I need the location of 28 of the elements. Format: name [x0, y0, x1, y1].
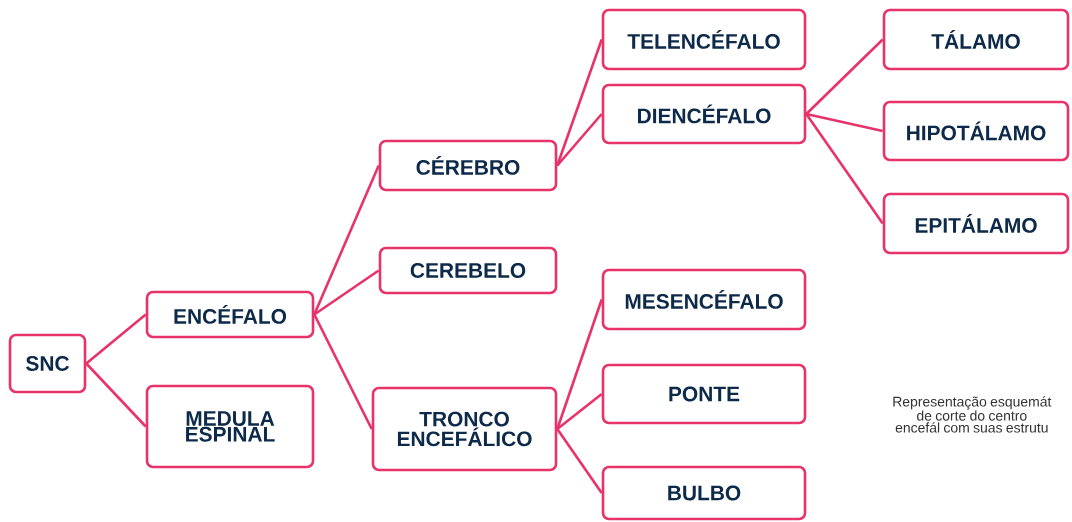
concept-box: CÉREBRO — [378, 139, 558, 192]
concept-box: CEREBELO — [378, 246, 558, 295]
connector-line — [806, 112, 883, 133]
connector-line — [556, 299, 603, 430]
concept-box: TELENCÉFALO — [601, 8, 807, 71]
concept-box: TÁLAMO — [882, 8, 1070, 71]
connector-line — [805, 38, 884, 115]
concept-box: SNC — [8, 333, 87, 394]
connector-line — [313, 313, 373, 430]
connector-line — [556, 428, 603, 494]
concept-box: MESENCÉFALO — [601, 268, 807, 331]
concept-box: BULBO — [601, 465, 807, 521]
connector-line — [556, 39, 603, 166]
connector-line — [313, 269, 380, 316]
connector-line — [805, 113, 884, 225]
concept-box: TRONCO ENCEFÁLICO — [371, 386, 558, 472]
caption-text: Representação esquemát de corte do centro encefál com suas estrutu — [893, 396, 1052, 433]
concept-box: PONTE — [601, 363, 807, 425]
connector-line — [313, 164, 380, 315]
concept-box: DIENCÉFALO — [601, 83, 807, 145]
connector-line — [85, 313, 147, 365]
connector-line — [85, 362, 147, 428]
concept-box: EPITÁLAMO — [882, 192, 1070, 255]
connector-line — [556, 113, 603, 167]
concept-box: HIPOTÁLAMO — [882, 100, 1070, 162]
concept-box: ENCÉFALO — [145, 290, 315, 339]
concept-box: MEDULA ESPINAL — [145, 384, 315, 469]
connector-line — [556, 392, 603, 430]
